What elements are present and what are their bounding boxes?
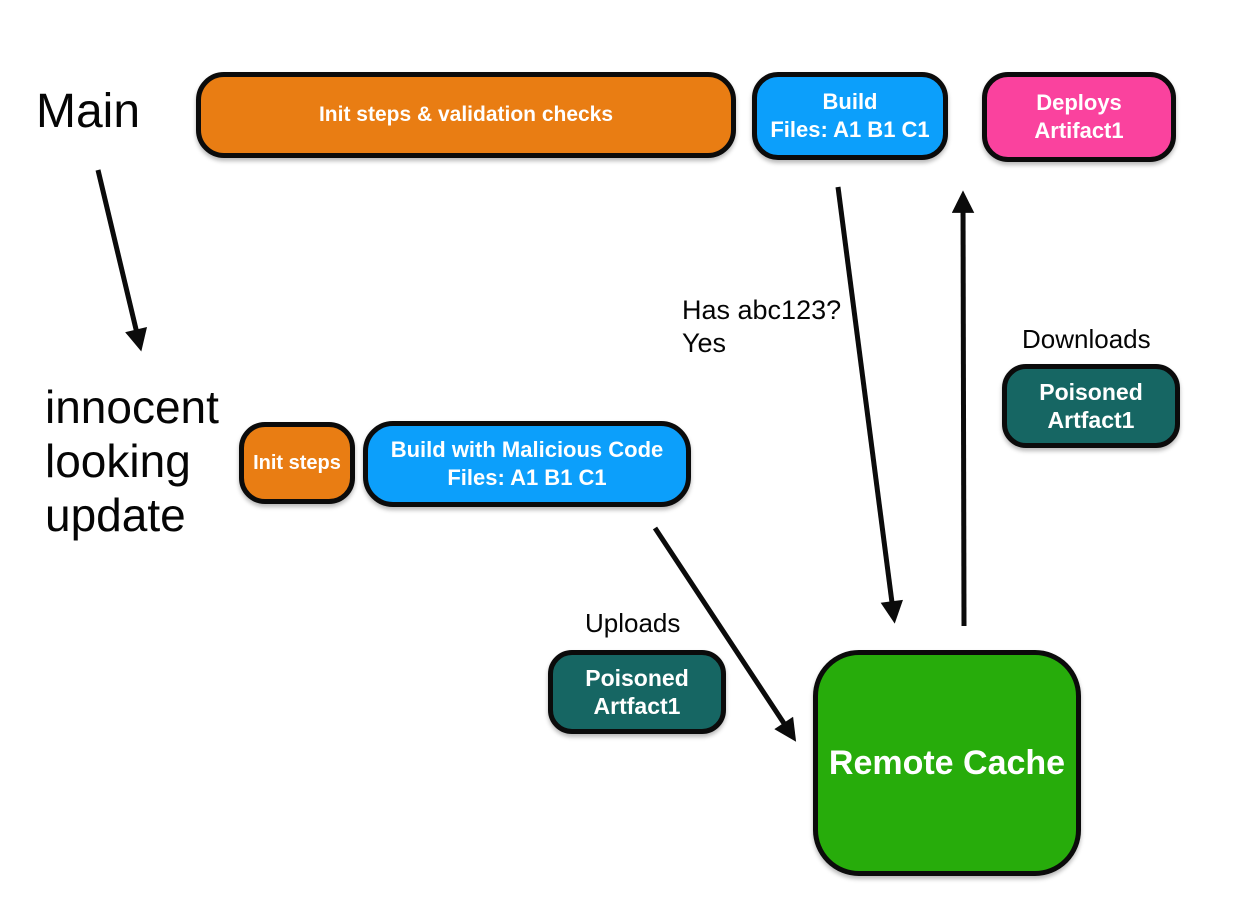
node-poisoned-artifact-uploaded: Poisoned Artfact1 xyxy=(548,650,726,734)
node-remote-cache: Remote Cache xyxy=(813,650,1081,876)
label-innocent-update-line2: looking xyxy=(45,435,191,487)
node-init-validation-checks: Init steps & validation checks xyxy=(196,72,736,158)
label-cache-lookup-answer: Yes xyxy=(682,328,727,358)
label-cache-lookup: Has abc123? Yes xyxy=(682,294,841,360)
node-deploys-label-line1: Deploys xyxy=(1036,90,1122,115)
node-build: Build Files: A1 B1 C1 xyxy=(752,72,948,160)
label-cache-lookup-question: Has abc123? xyxy=(682,295,842,325)
arrow-build-to-remote-cache xyxy=(835,186,903,624)
node-poisoned-artifact-downloaded: Poisoned Artfact1 xyxy=(1002,364,1180,448)
node-build-with-malicious-code: Build with Malicious Code Files: A1 B1 C… xyxy=(363,421,691,507)
node-deploys-label-line2: Artifact1 xyxy=(1034,118,1124,143)
label-main-branch: Main xyxy=(36,85,141,138)
node-poisoned-upload-label-line2: Artfact1 xyxy=(593,693,681,719)
arrow-remote-cache-to-deploys xyxy=(951,190,975,627)
node-poisoned-upload-label-line1: Poisoned xyxy=(585,665,689,691)
node-deploys-artifact1: Deploys Artifact1 xyxy=(982,72,1176,162)
label-downloads: Downloads xyxy=(1022,324,1151,354)
node-remote-cache-label: Remote Cache xyxy=(828,743,1066,782)
node-init-steps-label: Init steps xyxy=(253,451,341,474)
node-build-label-line1: Build xyxy=(822,89,878,114)
label-innocent-update-line1: innocent xyxy=(45,381,219,433)
node-build-label-line2: Files: A1 B1 C1 xyxy=(770,117,930,142)
node-build-malicious-label-line2: Files: A1 B1 C1 xyxy=(447,465,607,490)
node-poisoned-download-label-line1: Poisoned xyxy=(1039,379,1143,405)
node-poisoned-download-label-line2: Artfact1 xyxy=(1047,407,1135,433)
arrow-main-to-innocent-update xyxy=(95,169,148,352)
label-uploads: Uploads xyxy=(585,608,681,638)
node-init-steps: Init steps xyxy=(239,422,355,504)
label-innocent-update: innocent looking update xyxy=(45,380,219,542)
node-build-malicious-label-line1: Build with Malicious Code xyxy=(390,437,664,462)
label-innocent-update-line3: update xyxy=(45,489,186,541)
node-init-validation-checks-label: Init steps & validation checks xyxy=(318,103,614,126)
